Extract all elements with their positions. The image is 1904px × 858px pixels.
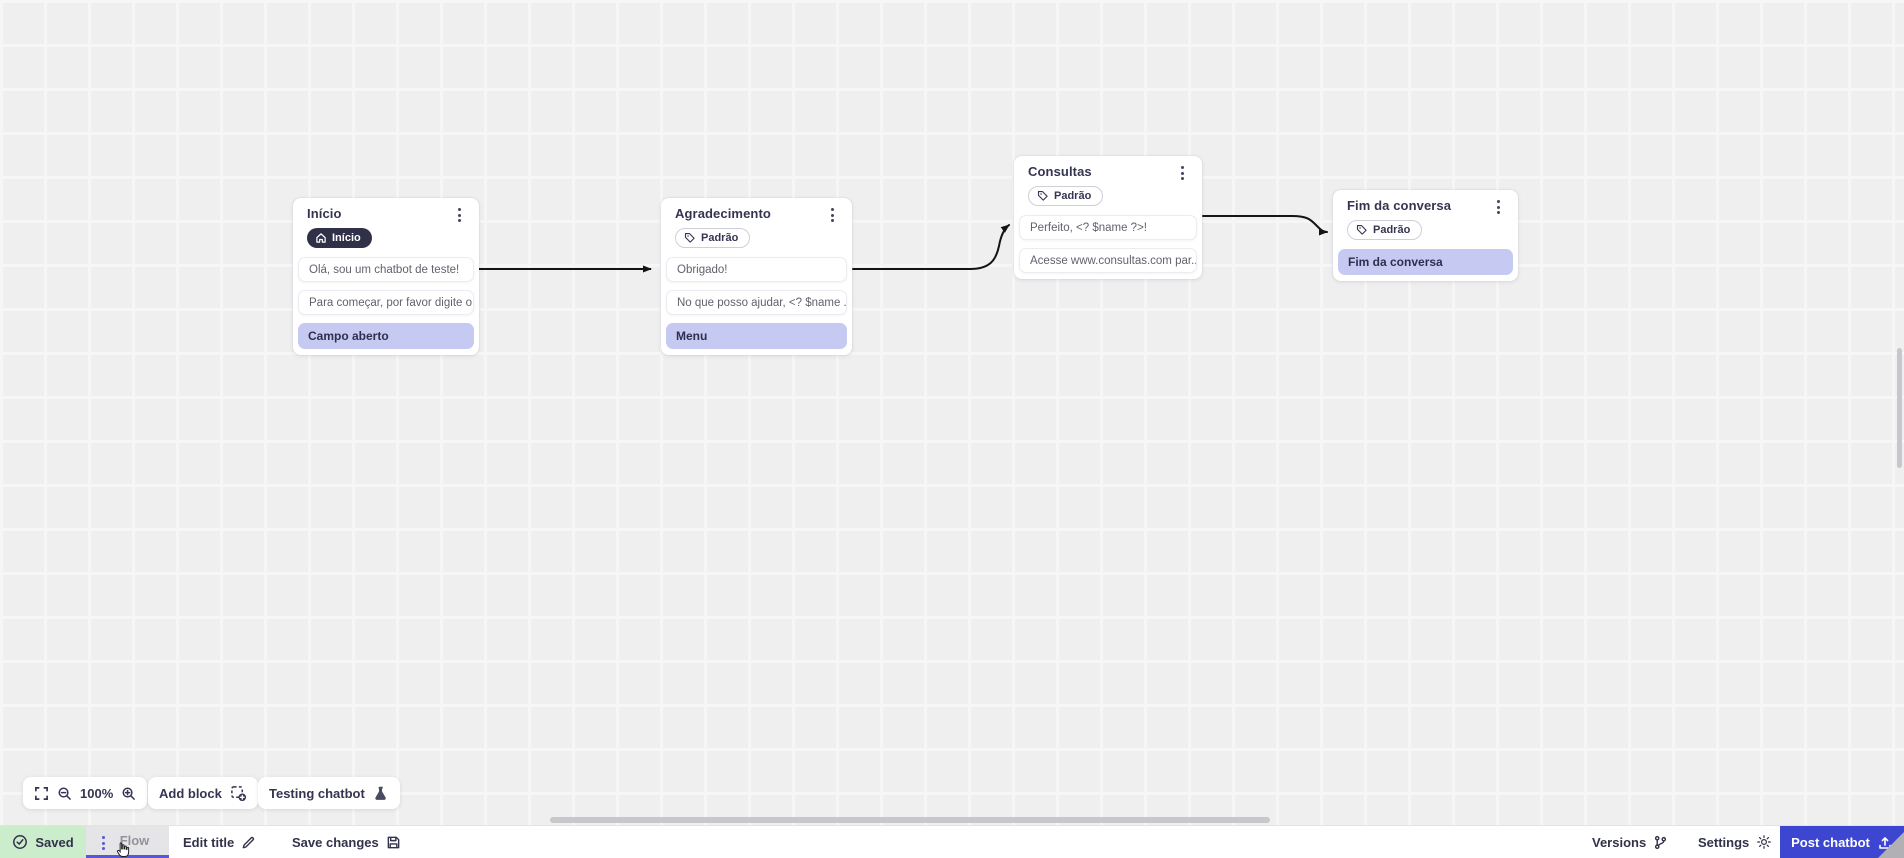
- type-badge: Padrão: [675, 228, 751, 248]
- node-title: Consultas: [1028, 164, 1092, 179]
- versions-button[interactable]: Versions: [1592, 826, 1668, 858]
- flow-node-fim-da-conversa[interactable]: Fim da conversa Padrão Fim da conversa: [1333, 190, 1518, 281]
- tab-flow[interactable]: Flow: [86, 826, 169, 858]
- badge-label: Padrão: [1373, 224, 1411, 236]
- flow-tab-label: Flow: [119, 833, 150, 848]
- check-circle-icon: [13, 835, 28, 849]
- post-chatbot-label: Post chatbot: [1791, 835, 1870, 850]
- kebab-menu-icon[interactable]: [825, 206, 839, 222]
- flow-node-agradecimento[interactable]: Agradecimento Padrão Obrigado! No que po…: [661, 198, 852, 355]
- zoom-out-icon[interactable]: [57, 786, 72, 801]
- save-changes-button[interactable]: Save changes: [292, 826, 401, 858]
- badge-label: Padrão: [1054, 190, 1092, 202]
- badge-label: Padrão: [701, 232, 739, 244]
- add-block-icon: [230, 785, 247, 802]
- zoom-toolbar: 100%: [23, 777, 148, 809]
- flow-connections: [479, 215, 1328, 273]
- status-bar: Saved Flow Edit title Save changes Versi…: [0, 825, 1904, 858]
- flow-node-inicio[interactable]: Início Início Olá, sou um chatbot de tes…: [293, 198, 479, 355]
- node-title: Fim da conversa: [1347, 198, 1452, 213]
- post-chatbot-button[interactable]: Post chatbot: [1780, 826, 1904, 858]
- node-title: Agradecimento: [675, 206, 771, 221]
- save-changes-label: Save changes: [292, 834, 379, 850]
- flow-kebab-menu-icon[interactable]: [96, 834, 110, 850]
- testing-chatbot-button[interactable]: Testing chatbot: [258, 777, 400, 809]
- gear-icon: [1757, 835, 1772, 849]
- zoom-level: 100%: [80, 785, 114, 801]
- versions-label: Versions: [1592, 834, 1647, 850]
- settings-button[interactable]: Settings: [1698, 826, 1772, 858]
- edit-title-button[interactable]: Edit title: [183, 826, 256, 858]
- testing-chatbot-label: Testing chatbot: [269, 785, 365, 801]
- add-block-button[interactable]: Add block: [148, 777, 258, 809]
- kebab-menu-icon[interactable]: [1491, 198, 1505, 214]
- message-bubble[interactable]: Obrigado!: [666, 257, 847, 282]
- kebab-menu-icon[interactable]: [452, 206, 466, 222]
- flask-icon: [373, 785, 389, 801]
- add-block-label: Add block: [159, 785, 222, 801]
- tag-icon: [1037, 190, 1048, 201]
- settings-label: Settings: [1698, 834, 1750, 850]
- message-bubble[interactable]: Perfeito, <? $name ?>!: [1019, 215, 1197, 240]
- flow-node-consultas[interactable]: Consultas Padrão Perfeito, <? $name ?>! …: [1014, 156, 1202, 279]
- message-bubble[interactable]: No que posso ajudar, <? $name ...: [666, 290, 847, 315]
- type-badge: Padrão: [1347, 220, 1423, 240]
- type-badge: Padrão: [1028, 186, 1104, 206]
- kebab-menu-icon[interactable]: [1175, 164, 1189, 180]
- zoom-in-icon[interactable]: [121, 786, 136, 801]
- home-icon: [316, 233, 326, 243]
- pencil-icon: [242, 836, 255, 848]
- node-title: Início: [307, 206, 342, 221]
- corner-wedge: [1878, 832, 1904, 858]
- message-bubble[interactable]: Acesse www.consultas.com par...: [1019, 248, 1197, 273]
- save-icon: [387, 836, 400, 848]
- message-bubble[interactable]: Para começar, por favor digite o ...: [298, 290, 474, 315]
- action-block[interactable]: Menu: [666, 323, 847, 349]
- saved-label: Saved: [35, 834, 74, 850]
- saved-status-badge: Saved: [0, 826, 86, 858]
- start-badge: Início: [307, 228, 372, 248]
- message-bubble[interactable]: Olá, sou um chatbot de teste!: [298, 257, 474, 282]
- fullscreen-icon[interactable]: [34, 786, 49, 801]
- badge-label: Início: [332, 232, 361, 244]
- tag-icon: [684, 232, 695, 243]
- horizontal-scrollbar[interactable]: [550, 817, 1270, 823]
- edit-title-label: Edit title: [183, 834, 235, 850]
- action-block[interactable]: Campo aberto: [298, 323, 474, 349]
- tag-icon: [1356, 224, 1367, 235]
- flow-canvas[interactable]: Início Início Olá, sou um chatbot de tes…: [0, 0, 1904, 825]
- action-block[interactable]: Fim da conversa: [1338, 249, 1513, 275]
- vertical-scrollbar[interactable]: [1897, 348, 1902, 468]
- connector-consultas-fim: [1202, 215, 1328, 236]
- branch-icon: [1655, 835, 1667, 849]
- connector-agradecimento-consultas: [852, 224, 1010, 270]
